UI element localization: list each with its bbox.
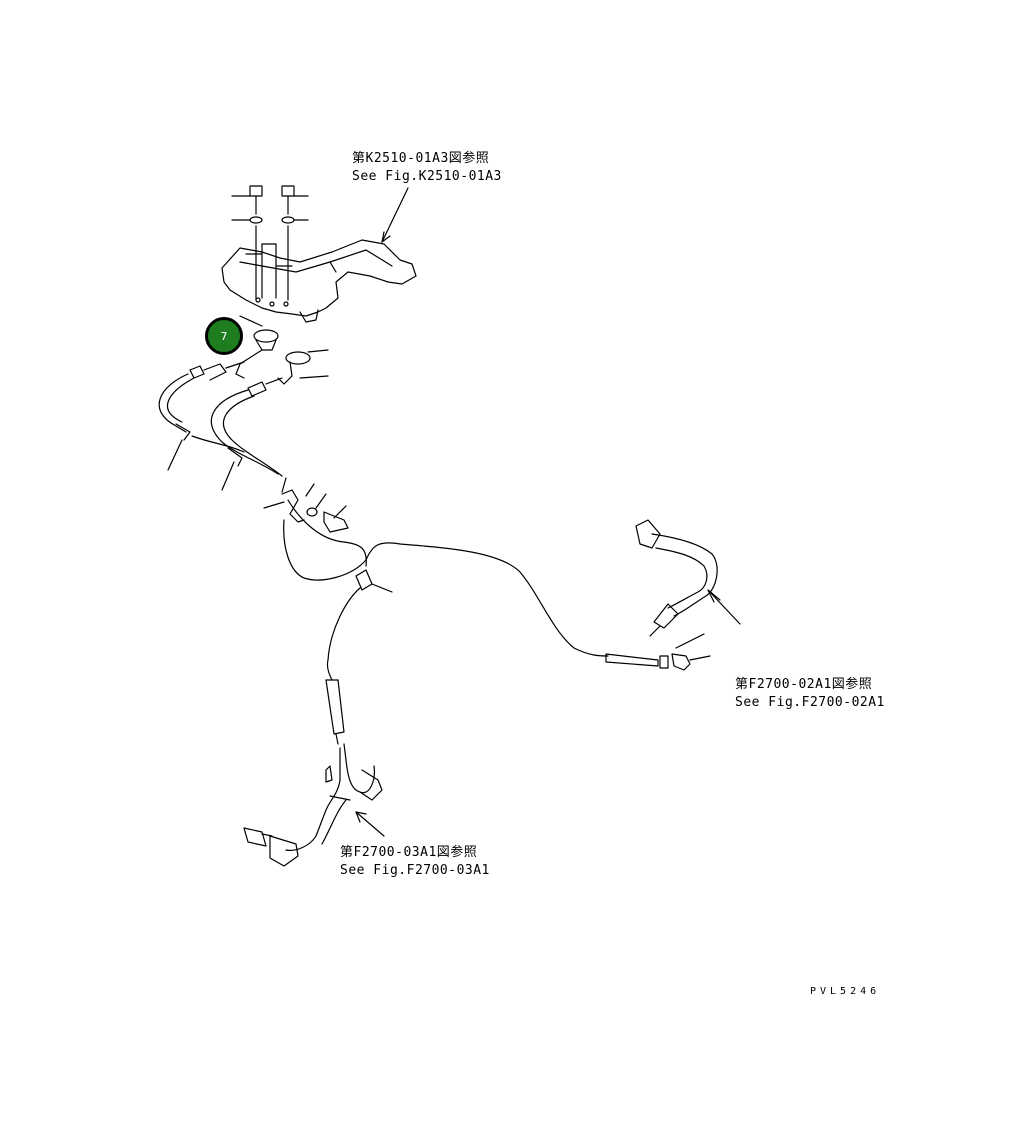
callout-number: 7 bbox=[220, 329, 228, 343]
reference-jp-text: 第K2510-01A3図参照 bbox=[352, 151, 490, 166]
elbow-fittings bbox=[235, 315, 329, 385]
reference-jp-text: 第F2700-02A1図参照 bbox=[735, 677, 873, 692]
pipe-bottom bbox=[243, 743, 385, 867]
leader-lines bbox=[355, 187, 721, 823]
reference-jp-text: 第F2700-03A1図参照 bbox=[340, 845, 478, 860]
bolts-top bbox=[231, 185, 309, 301]
reference-label-f2700-02: 第F2700-02A1図参照 See Fig.F2700-02A1 bbox=[735, 676, 885, 712]
clamp bbox=[263, 477, 349, 533]
part-callout-7[interactable]: 7 bbox=[205, 317, 243, 355]
hoses bbox=[158, 361, 283, 491]
reference-en-text: See Fig.K2510-01A3 bbox=[352, 169, 502, 184]
reference-label-k2510: 第K2510-01A3図参照 See Fig.K2510-01A3 bbox=[352, 150, 502, 186]
wire-harness bbox=[283, 499, 711, 745]
pipe-right bbox=[635, 519, 741, 637]
reference-en-text: See Fig.F2700-02A1 bbox=[735, 695, 885, 710]
drawing-code: PVL5246 bbox=[810, 986, 881, 997]
mounting-bracket bbox=[221, 239, 417, 323]
reference-en-text: See Fig.F2700-03A1 bbox=[340, 863, 490, 878]
reference-label-f2700-03: 第F2700-03A1図参照 See Fig.F2700-03A1 bbox=[340, 844, 490, 880]
